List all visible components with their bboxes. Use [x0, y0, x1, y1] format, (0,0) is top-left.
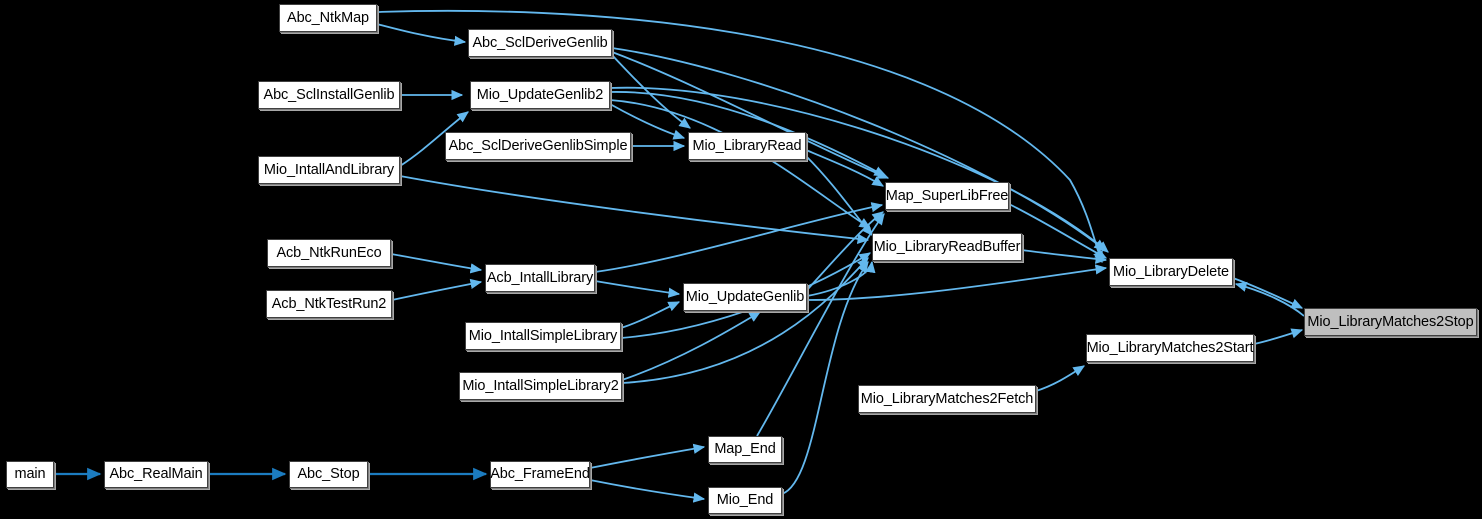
edge-mio_updategenlib-to-mio_libraryreadbuffer	[806, 260, 876, 297]
edge-mio_librarymatches2stop-to-mio_librarydelete	[1234, 281, 1305, 317]
node-label-mio_librarymatches2fetch: Mio_LibraryMatches2Fetch	[860, 390, 1034, 407]
node-acb_ntkruneco[interactable]: Acb_NtkRunEco	[267, 239, 391, 267]
edge-paths	[54, 9, 1305, 503]
node-label-mio_libraryreadbuffer: Mio_LibraryReadBuffer	[873, 238, 1021, 255]
node-mio_updategenlib[interactable]: Mio_UpdateGenlib	[683, 283, 807, 311]
edge-mio_intallsimplelibrary2-to-mio_libraryreadbuffer	[621, 257, 869, 384]
node-label-mio_librarymatches2stop: Mio_LibraryMatches2Stop	[1307, 313, 1474, 330]
node-mio_intallandlibrary[interactable]: Mio_IntallAndLibrary	[258, 156, 400, 184]
edge-mio_updategenlib-to-mio_librarydelete	[806, 264, 1108, 301]
node-label-mio_end: Mio_End	[716, 492, 774, 509]
edge-acb_intalllibrary-to-map_superlibfree	[594, 202, 884, 273]
node-abc_sclderivegenlib[interactable]: Abc_SclDeriveGenlib	[468, 29, 612, 57]
edge-abc_framend-to-map_end	[589, 443, 706, 469]
node-label-abc_ntkmap: Abc_NtkMap	[287, 9, 370, 26]
node-label-mio_intallsimplelibrary: Mio_IntallSimpleLibrary	[468, 327, 618, 344]
node-mio_end[interactable]: Mio_End	[708, 487, 782, 514]
node-label-abc_sclderivegenlib: Abc_SclDeriveGenlib	[472, 34, 608, 51]
node-main[interactable]: main	[6, 461, 54, 488]
node-label-acb_ntktestrun2: Acb_NtkTestRun2	[271, 295, 387, 312]
node-abc_framend[interactable]: Abc_FrameEnd	[490, 461, 590, 488]
edge-mio_librarymatches2fetch-to-mio_librarymatches2start	[1035, 365, 1085, 392]
node-label-abc_framend: Abc_FrameEnd	[490, 466, 590, 483]
node-label-mio_librarydelete: Mio_LibraryDelete	[1113, 263, 1229, 280]
node-mio_librarymatches2start[interactable]: Mio_LibraryMatches2Start	[1086, 334, 1254, 362]
node-abc_realmain[interactable]: Abc_RealMain	[104, 461, 208, 488]
node-label-acb_ntkruneco: Acb_NtkRunEco	[276, 244, 382, 261]
node-map_superlibfree[interactable]: Map_SuperLibFree	[885, 182, 1009, 210]
edge-abc_sclderivegenlib-to-mio_libraryread	[611, 54, 691, 129]
edge-abc_framend-to-mio_end	[589, 479, 706, 503]
node-label-mio_updategenlib: Mio_UpdateGenlib	[685, 288, 805, 305]
node-label-mio_libraryread: Mio_LibraryRead	[692, 137, 802, 154]
node-label-map_end: Map_End	[714, 441, 776, 458]
node-label-abc_sclinstallgenlib: Abc_SclInstallGenlib	[263, 86, 395, 103]
node-mio_intallsimplelibrary[interactable]: Mio_IntallSimpleLibrary	[465, 322, 621, 350]
node-label-abc_realmain: Abc_RealMain	[109, 466, 203, 483]
edge-acb_ntktestrun2-to-acb_intalllibrary	[391, 278, 483, 301]
node-mio_intallsimplelibrary2[interactable]: Mio_IntallSimpleLibrary2	[459, 372, 622, 400]
node-label-acb_intalllibrary: Acb_IntallLibrary	[486, 269, 594, 286]
node-label-mio_updategenlib2: Mio_UpdateGenlib2	[476, 86, 604, 103]
node-mio_libraryread[interactable]: Mio_LibraryRead	[688, 132, 806, 160]
edge-acb_intalllibrary-to-mio_updategenlib	[594, 280, 681, 298]
node-label-map_superlibfree: Map_SuperLibFree	[885, 187, 1009, 204]
node-label-mio_librarymatches2start: Mio_LibraryMatches2Start	[1086, 339, 1254, 356]
node-abc_sclinstallgenlib[interactable]: Abc_SclInstallGenlib	[258, 81, 400, 109]
node-label-main: main	[14, 466, 46, 483]
edge-mio_intallsimplelibrary2-to-mio_updategenlib	[621, 311, 762, 381]
node-abc_ntkmap[interactable]: Abc_NtkMap	[279, 4, 377, 32]
node-acb_intalllibrary[interactable]: Acb_IntallLibrary	[485, 264, 595, 292]
edge-mio_librarydelete-to-mio_librarymatches2stop	[1232, 277, 1304, 309]
node-map_end[interactable]: Map_End	[708, 436, 782, 463]
node-label-mio_intallsimplelibrary2: Mio_IntallSimpleLibrary2	[462, 377, 619, 394]
edge-acb_ntkruneco-to-acb_intalllibrary	[390, 253, 483, 274]
edge-mio_updategenlib2-to-mio_libraryreadbuffer	[609, 99, 871, 229]
edge-mio_intallsimplelibrary-to-mio_updategenlib	[620, 301, 681, 329]
edge-mio_libraryread-to-mio_libraryreadbuffer	[805, 155, 873, 236]
node-mio_librarymatches2stop[interactable]: Mio_LibraryMatches2Stop	[1304, 308, 1477, 336]
node-label-abc_stop: Abc_Stop	[297, 466, 360, 483]
node-label-abc_sclderivegenlibsimple: Abc_SclDeriveGenlibSimple	[448, 137, 628, 154]
edge-mio_libraryread-to-map_superlibfree	[805, 149, 884, 187]
node-mio_librarymatches2fetch[interactable]: Mio_LibraryMatches2Fetch	[858, 385, 1036, 413]
node-mio_libraryreadbuffer[interactable]: Mio_LibraryReadBuffer	[872, 233, 1022, 261]
node-acb_ntktestrun2[interactable]: Acb_NtkTestRun2	[266, 290, 392, 318]
edge-mio_librarymatches2start-to-mio_librarymatches2stop	[1253, 328, 1304, 345]
edge-mio_intallandlibrary-to-mio_libraryreadbuffer	[399, 175, 870, 244]
edge-mio_libraryreadbuffer-to-mio_librarydelete	[1021, 249, 1108, 264]
node-label-mio_intallandlibrary: Mio_IntallAndLibrary	[263, 161, 395, 178]
edge-abc_ntkmap-to-abc_sclderivegenlib	[376, 23, 467, 46]
node-abc_stop[interactable]: Abc_Stop	[289, 461, 368, 488]
node-abc_sclderivegenlibsimple[interactable]: Abc_SclDeriveGenlibSimple	[445, 132, 631, 160]
edge-mio_updategenlib2-to-mio_librarydelete	[609, 86, 1109, 253]
node-mio_updategenlib2[interactable]: Mio_UpdateGenlib2	[470, 81, 610, 109]
node-mio_librarydelete[interactable]: Mio_LibraryDelete	[1109, 258, 1233, 286]
